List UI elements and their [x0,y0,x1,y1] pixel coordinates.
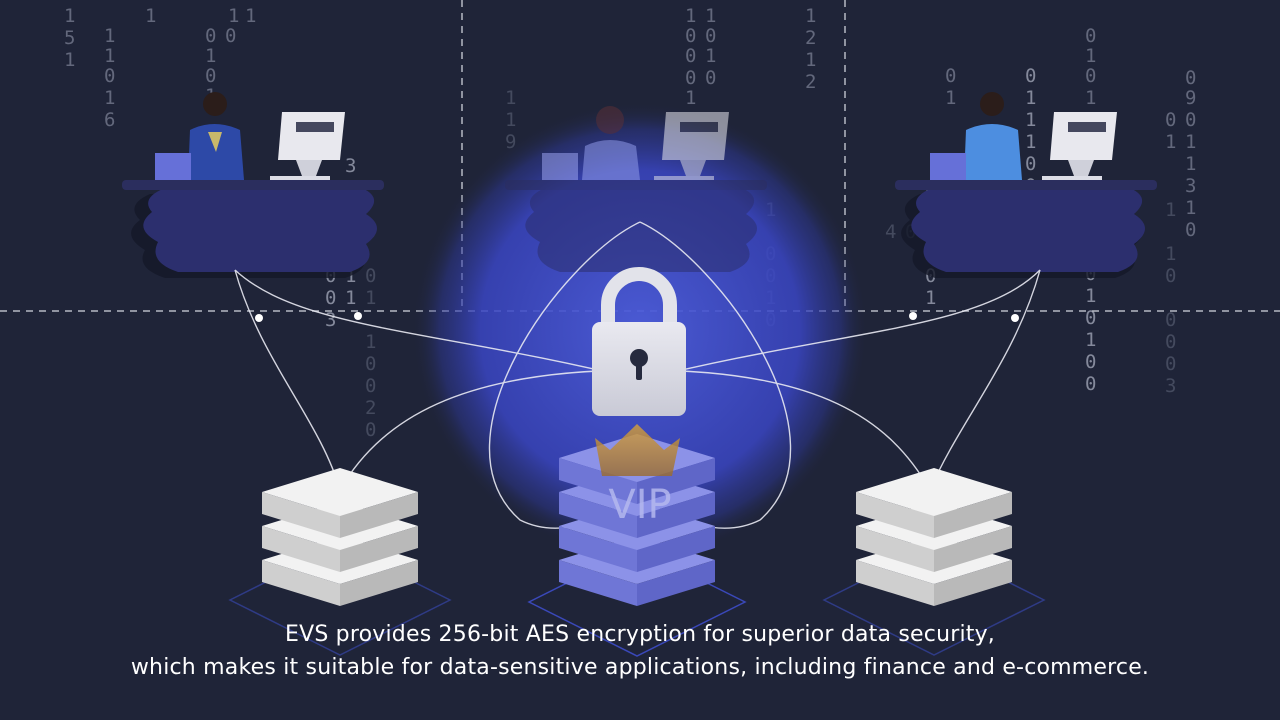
svg-text:1: 1 [64,49,75,71]
svg-text:0: 0 [225,25,236,47]
right-workstation [895,92,1157,278]
svg-text:0: 0 [1085,351,1096,373]
svg-text:3: 3 [1165,375,1176,397]
svg-text:1: 1 [805,49,816,71]
svg-text:5: 5 [64,27,75,49]
svg-text:0: 0 [1165,265,1176,287]
monitor-icon [1042,112,1117,180]
svg-text:1: 1 [1165,243,1176,265]
svg-text:1: 1 [365,287,376,309]
svg-text:0: 0 [365,375,376,397]
svg-text:1: 1 [104,25,115,47]
svg-text:1: 1 [945,87,956,109]
svg-text:1: 1 [1085,285,1096,307]
svg-text:1: 1 [1025,87,1036,109]
svg-text:1: 1 [1025,109,1036,131]
svg-text:1: 1 [345,287,356,309]
lock-icon [592,267,686,416]
svg-text:0: 0 [1165,309,1176,331]
svg-text:0: 0 [685,67,696,89]
caption-line-1: EVS provides 256-bit AES encryption for … [284,622,996,647]
svg-text:1: 1 [705,45,716,67]
svg-text:0: 0 [205,65,216,87]
svg-text:1: 1 [1185,153,1196,175]
vip-server-stack: VIP [527,424,747,657]
monitor-icon [654,112,729,180]
svg-text:1: 1 [205,45,216,67]
svg-text:0: 0 [705,25,716,47]
svg-text:0: 0 [1185,109,1196,131]
svg-text:0: 0 [685,45,696,67]
svg-text:9: 9 [505,131,516,153]
svg-text:2: 2 [365,397,376,419]
svg-text:3: 3 [1185,175,1196,197]
svg-text:1: 1 [365,331,376,353]
center-workstation [505,106,767,272]
svg-text:0: 0 [1085,65,1096,87]
svg-text:1: 1 [1085,87,1096,109]
svg-text:1: 1 [705,5,716,27]
svg-text:0: 0 [705,67,716,89]
svg-text:1: 1 [104,45,115,67]
svg-text:0: 0 [1165,109,1176,131]
svg-text:1: 1 [1185,197,1196,219]
server-stack-icon [822,468,1046,656]
svg-text:1: 1 [805,5,816,27]
svg-text:2: 2 [805,27,816,49]
svg-text:1: 1 [145,5,156,27]
svg-text:0: 0 [1085,307,1096,329]
svg-text:9: 9 [1185,87,1196,109]
svg-text:1: 1 [505,87,516,109]
svg-text:0: 0 [365,265,376,287]
svg-text:1: 1 [1085,45,1096,67]
svg-text:2: 2 [805,71,816,93]
svg-text:0: 0 [1025,65,1036,87]
person-icon [188,92,244,180]
svg-text:1: 1 [925,287,936,309]
svg-text:1: 1 [505,109,516,131]
svg-text:3: 3 [345,155,356,177]
server-stack-icon [228,468,452,656]
svg-text:0: 0 [1165,331,1176,353]
svg-text:0: 0 [1085,373,1096,395]
svg-text:0: 0 [365,353,376,375]
svg-text:0: 0 [1085,25,1096,47]
svg-text:1: 1 [345,265,356,287]
svg-text:0: 0 [1185,219,1196,241]
svg-text:0: 0 [1025,153,1036,175]
crown-icon [595,424,680,476]
svg-text:0: 0 [205,25,216,47]
svg-text:4: 4 [885,221,896,243]
monitor-icon [270,112,345,180]
person-icon [582,106,640,180]
caption-line-2: which makes it suitable for data-sensiti… [130,655,1150,680]
svg-text:1: 1 [685,87,696,109]
svg-text:1: 1 [64,5,75,27]
svg-text:1: 1 [228,5,239,27]
left-workstation [122,92,384,278]
svg-text:1: 1 [1165,199,1176,221]
svg-text:1: 1 [104,87,115,109]
svg-text:0: 0 [365,419,376,441]
svg-text:0: 0 [945,65,956,87]
svg-text:6: 6 [104,109,115,131]
svg-text:0: 0 [104,65,115,87]
svg-text:0: 0 [325,287,336,309]
svg-text:0: 0 [1185,67,1196,89]
vip-label: VIP [608,482,671,528]
svg-text:1: 1 [685,5,696,27]
svg-text:1: 1 [1025,131,1036,153]
svg-text:1: 1 [1185,131,1196,153]
svg-text:3: 3 [325,309,336,331]
subtitle-caption: EVS provides 256-bit AES encryption for … [0,618,1280,684]
svg-text:1: 1 [1085,329,1096,351]
svg-text:0: 0 [1165,353,1176,375]
svg-text:0: 0 [685,25,696,47]
svg-text:1: 1 [1165,131,1176,153]
person-icon [964,92,1022,180]
svg-text:1: 1 [245,5,256,27]
